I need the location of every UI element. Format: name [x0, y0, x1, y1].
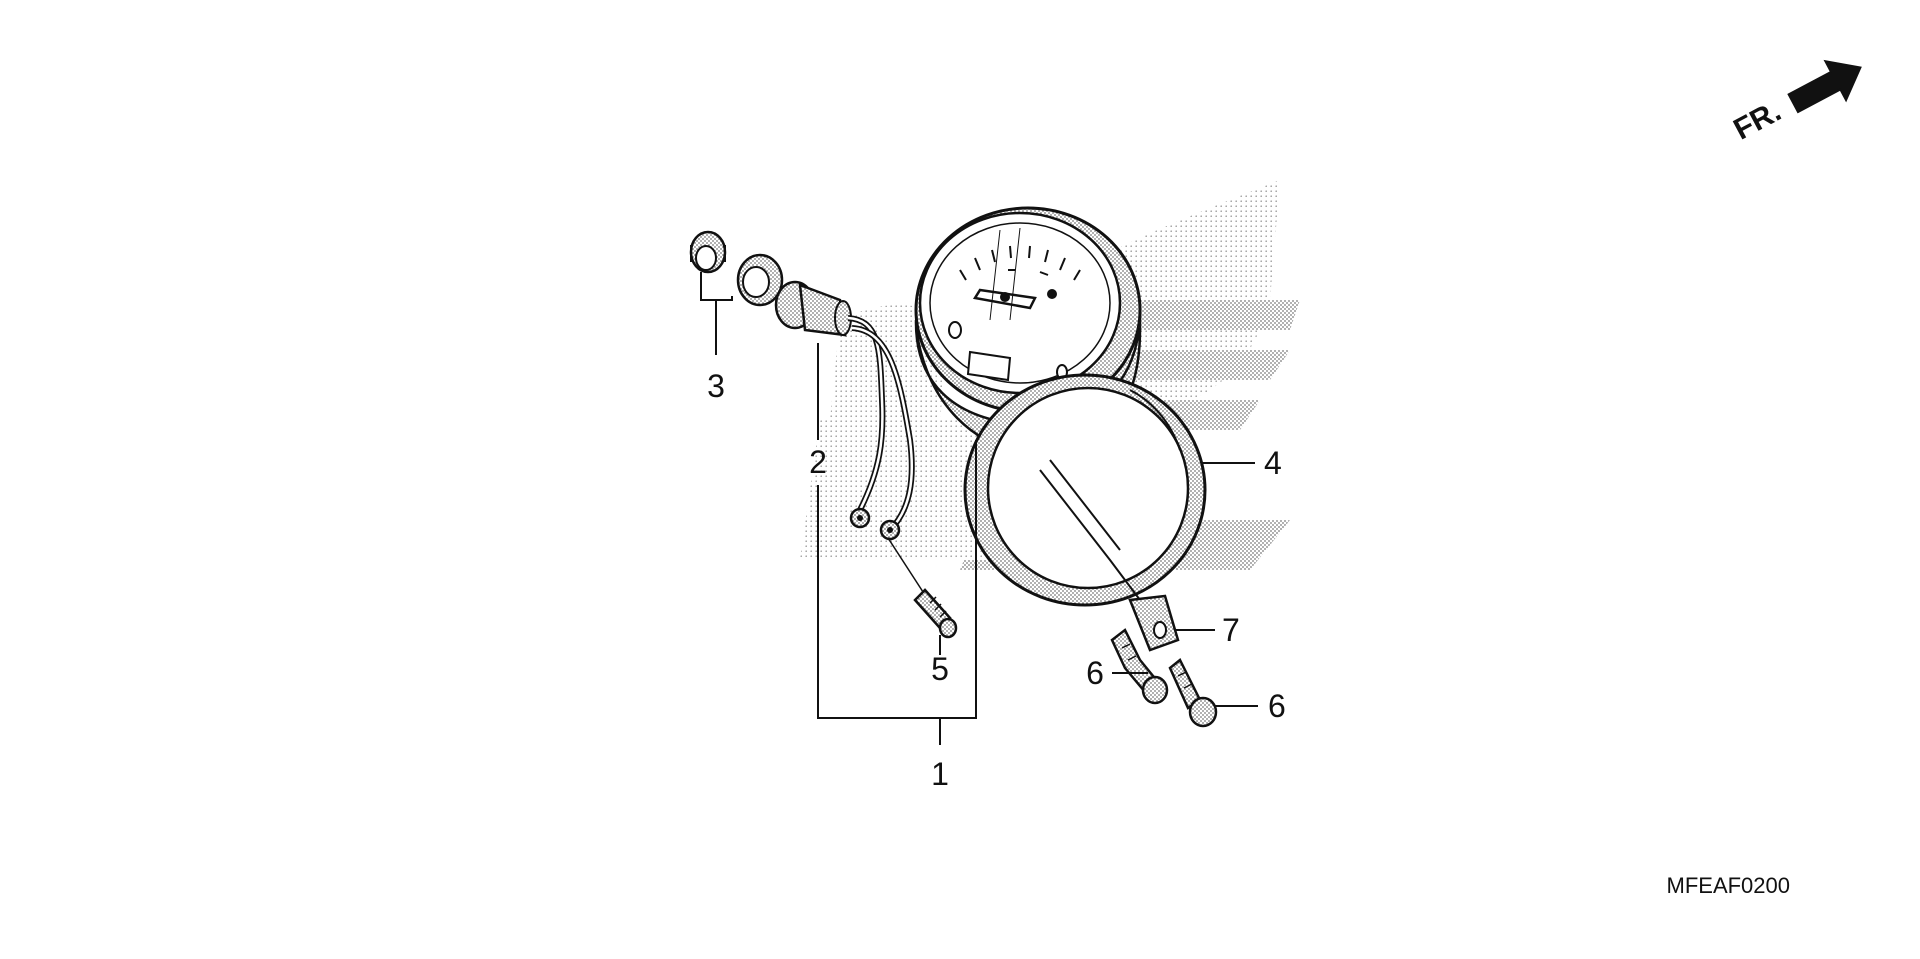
part-grommet	[736, 253, 784, 307]
callout-1: 1	[931, 756, 949, 792]
callout-3: 3	[707, 368, 725, 404]
direction-label: FR.	[1728, 95, 1786, 147]
meter-scale-ticks	[959, 245, 1081, 281]
callout-7: 7	[1222, 612, 1240, 648]
figure-code: MFEAF0200	[1667, 873, 1791, 898]
callout-2: 2	[809, 444, 827, 480]
callout-5: 5	[931, 651, 949, 687]
part-bracket	[1128, 594, 1180, 652]
front-direction-indicator: FR.	[1728, 59, 1862, 147]
part-bulb-socket-harness	[774, 280, 915, 541]
part-screw-right	[1168, 658, 1218, 728]
callout-6-left: 6	[1086, 655, 1104, 691]
part-screw-small	[887, 537, 958, 639]
part-meter-case-ring	[963, 373, 1207, 607]
part-nut	[689, 230, 727, 274]
callout-4: 4	[1264, 445, 1282, 481]
part-screw-left	[1110, 628, 1169, 705]
leader-lines	[700, 272, 1258, 745]
arrow-up-right-icon	[1787, 59, 1862, 114]
callout-6-right: 6	[1268, 688, 1286, 724]
